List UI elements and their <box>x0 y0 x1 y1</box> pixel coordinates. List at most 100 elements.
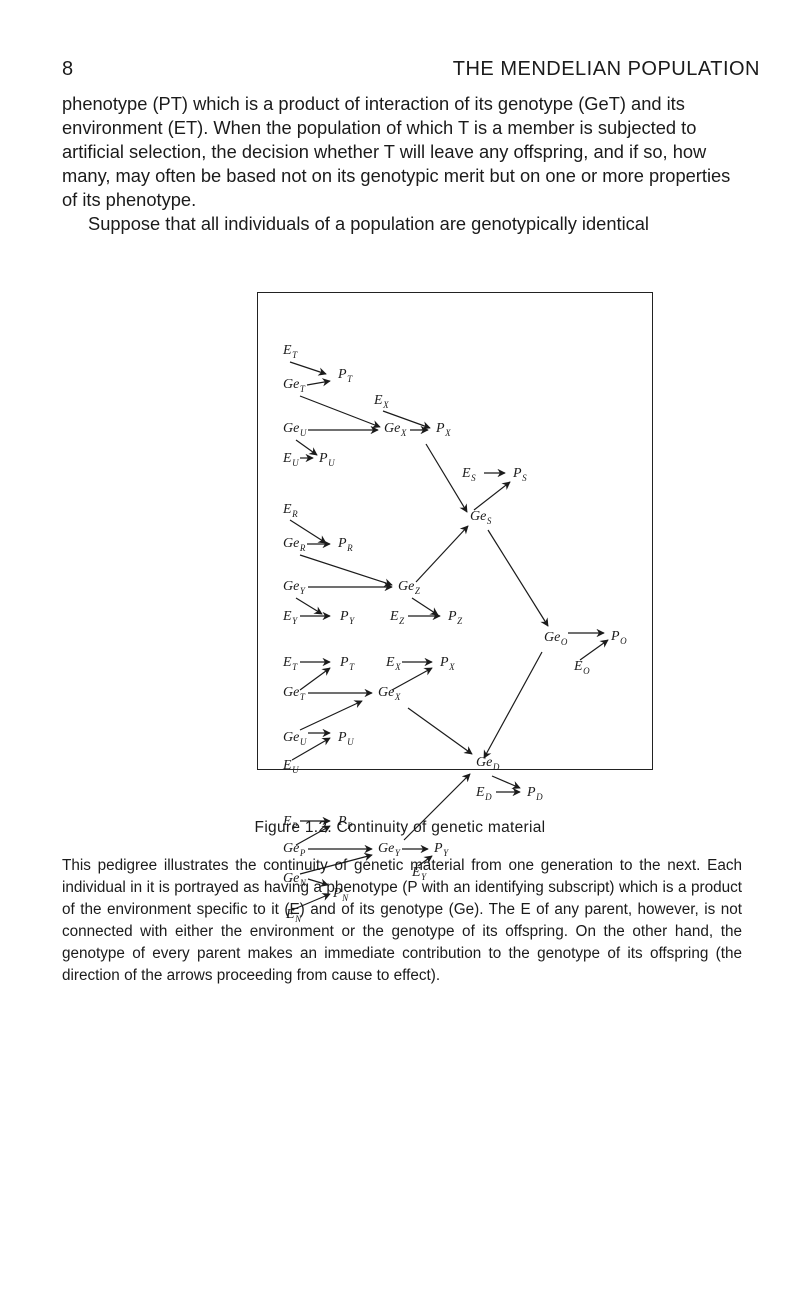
arrow-Ge-P-to-P-P <box>295 825 331 846</box>
arrow-Ge-Z-to-Ge-S <box>415 525 469 583</box>
arrow-E-X-a-to-P-X-a <box>382 410 431 430</box>
node-base-label: E <box>411 865 421 880</box>
node-subscript: Z <box>399 616 405 626</box>
node-subscript: D <box>492 762 500 772</box>
node-base-label: E <box>385 655 395 670</box>
node-base-label: E <box>373 393 383 408</box>
paragraph-1: phenotype (PT) which is a product of int… <box>62 93 731 210</box>
node-subscript: X <box>394 662 401 672</box>
node-base-label: E <box>282 655 292 670</box>
node-base-label: Ge <box>283 730 299 745</box>
node-base-label: Ge <box>283 685 299 700</box>
node-subscript: Z <box>415 586 421 596</box>
node-base-label: Ge <box>398 579 414 594</box>
arrow-E-O-to-P-O <box>579 639 609 661</box>
node-base-label: E <box>285 907 295 922</box>
node-subscript: Z <box>457 616 463 626</box>
node-subscript: O <box>583 666 590 676</box>
node-subscript: P <box>299 848 306 858</box>
page-number: 8 <box>62 58 74 80</box>
node-subscript: S <box>522 473 527 483</box>
node-subscript: X <box>382 400 389 410</box>
node-base-label: P <box>433 841 443 856</box>
arrow-Ge-S-to-Ge-O <box>487 529 549 627</box>
node-subscript: D <box>484 792 492 802</box>
node-subscript: R <box>299 543 306 553</box>
node-base-label: P <box>435 421 445 436</box>
arrow-Ge-O-to-Ge-D <box>483 651 543 759</box>
node-base-label: E <box>461 466 471 481</box>
node-subscript: N <box>341 893 349 903</box>
node-base-label: P <box>610 629 620 644</box>
arrow-Ge-U-a-to-P-U-a <box>295 439 318 456</box>
figure-caption-title: Figure 1.2. Continuity of genetic materi… <box>254 819 546 836</box>
node-base-label: P <box>332 886 342 901</box>
node-subscript: D <box>535 792 543 802</box>
arrow-Ge-N-to-P-N <box>307 878 329 887</box>
node-subscript: U <box>300 428 307 438</box>
arrow-Ge-T-a-to-P-T-a <box>306 378 331 387</box>
node-base-label: P <box>526 785 536 800</box>
node-subscript: Y <box>300 586 306 596</box>
arrow-Ge-Z-to-P-Z <box>411 597 439 616</box>
node-base-label: P <box>512 466 522 481</box>
node-base-label: Ge <box>378 685 394 700</box>
node-base-label: E <box>389 609 399 624</box>
node-base-label: E <box>282 502 292 517</box>
node-base-label: Ge <box>283 421 299 436</box>
node-base-label: P <box>337 730 347 745</box>
node-subscript: X <box>444 428 451 438</box>
arrow-Ge-T-a-to-Ge-X-a <box>299 395 381 429</box>
figure-caption-text: This pedigree illustrates the continuity… <box>62 857 742 984</box>
node-base-label: P <box>447 609 457 624</box>
node-subscript: T <box>292 662 298 672</box>
node-subscript: U <box>292 458 299 468</box>
arrow-Ge-Y-b-to-Ge-D <box>403 773 471 841</box>
node-subscript: O <box>620 636 627 646</box>
node-base-label: P <box>339 655 349 670</box>
node-subscript: T <box>300 384 306 394</box>
node-subscript: T <box>349 662 355 672</box>
node-base-label: E <box>282 451 292 466</box>
node-base-label: Ge <box>283 841 299 856</box>
node-subscript: R <box>346 543 353 553</box>
arrow-Ge-Y-a-to-P-Y-a <box>295 597 323 615</box>
arrow-E-U-b-to-P-U-b <box>291 737 331 761</box>
running-head: 8 THE MENDELIAN POPULATION <box>62 58 760 88</box>
chapter-title: THE MENDELIAN POPULATION <box>452 58 760 80</box>
node-subscript: T <box>300 692 306 702</box>
node-subscript: U <box>347 737 354 747</box>
node-subscript: Y <box>421 872 427 882</box>
arrow-Ge-T-b-to-P-T-b <box>299 667 331 691</box>
node-subscript: O <box>561 637 568 647</box>
node-base-label: Ge <box>476 755 492 770</box>
node-subscript: N <box>294 914 302 924</box>
node-subscript: U <box>292 765 299 775</box>
node-subscript: P <box>346 821 353 831</box>
node-subscript: T <box>347 374 353 384</box>
pedigree-figure <box>257 292 653 770</box>
node-base-label: E <box>282 609 292 624</box>
node-subscript: X <box>448 662 455 672</box>
